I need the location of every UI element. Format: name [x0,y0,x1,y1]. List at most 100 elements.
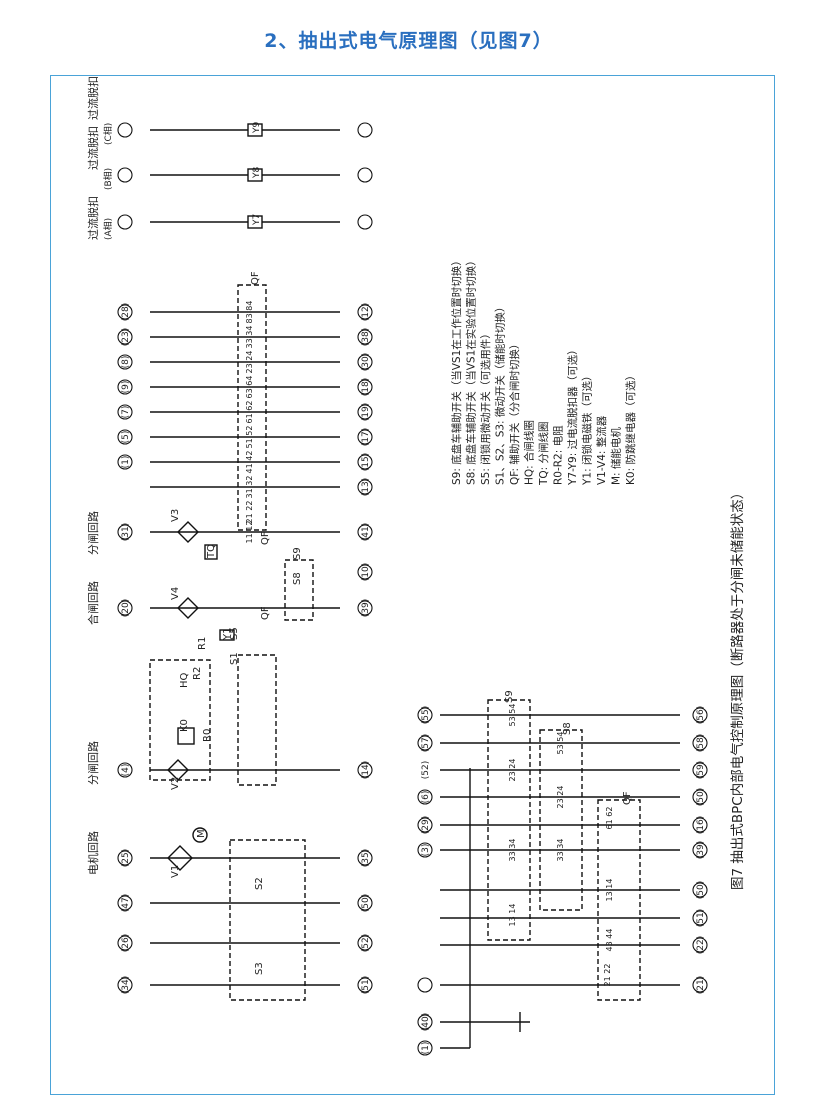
oc-title-1: 过流脱扣 [86,126,100,170]
legend-item: S5: 闭锁用微动开关（可选用件） [479,328,492,485]
label-s2: S2 [254,877,265,890]
qf-contact-label: 51 52 [245,426,254,449]
qf-contact-label: 61 62 [245,401,254,424]
label-qf-open: QF [260,531,271,545]
terminal-upper-bottom: (51) [361,976,371,994]
lower-contact-label: 23 24 [508,759,517,782]
legend-item: S9: 底盘车辅助开关（当VS1在工作位置时切换） [450,255,463,485]
legend-item: Y1: 闭锁电磁铁（可选） [581,371,594,486]
terminal-lower-bottom: (50) [696,881,706,899]
terminal-upper-bottom: (14) [361,761,371,779]
terminal-upper-top: (5) [121,431,131,444]
figure-caption: 图7 抽出式BPC内部电气控制原理图（断路器处于分闸未储能状态） [730,486,746,890]
qf-contact-label: 33 34 [245,326,254,349]
terminal-upper-bottom: (19) [361,403,371,421]
terminal-upper-top: (4) [121,764,131,777]
terminal-lower-bottom: (16) [696,816,706,834]
qf-contact-label: 83 84 [245,301,254,324]
lower-contact-label: 43 44 [605,929,614,952]
motor-circuit-title: 电机回路 [86,831,100,875]
terminal-lower-top: (3) [421,844,431,857]
terminal-lower-bottom: (59) [696,761,706,779]
terminal-upper-bottom: (41) [361,523,371,541]
terminal-lower-bottom: (21) [696,976,706,994]
terminal-upper-top: (47) [121,894,131,912]
terminal-lower-bottom: (39) [696,841,706,859]
terminal-lower-top: (40) [421,1013,431,1031]
qf-contact-label: 41 42 [245,451,254,474]
terminal-upper-top: (20) [121,599,131,617]
oc-tag-b: (B相) [102,168,114,190]
legend-item: QF: 辅助开关（分合闸时切换） [508,339,521,485]
legend-item: Y7-Y9: 过电流脱扣器（可选） [566,344,579,486]
terminal-upper-bottom: (50) [361,894,371,912]
terminal-upper-top: (8) [121,356,131,369]
label-m: M [196,829,207,838]
label-qf-close: QF [260,606,271,620]
terminal-lower-top: (6) [421,791,431,804]
page-heading: 2、抽出式电气原理图（见图7） [264,30,553,52]
terminal-upper-bottom: (17) [361,428,371,446]
coil-y9: Y9 [252,122,262,134]
terminal-upper-bottom: (15) [361,453,371,471]
terminal-upper-top: (34) [121,976,131,994]
qf-contact-label: 23 24 [245,351,254,374]
label-r2: R2 [192,667,203,680]
terminal-upper-bottom: (35) [361,849,371,867]
terminal-lower-top: (1) [421,1042,431,1055]
terminal-lower-bottom: (22) [696,936,706,954]
lower-contact-label: 13 14 [508,904,517,927]
legend-item: HQ: 合闸线圈 [523,420,536,485]
lower-contact-label: 21 22 [603,964,612,987]
terminal-lower-top: (29) [421,816,431,834]
legend-item: S1、S2、S3: 微动开关（储能时切换） [494,302,507,485]
label-lower-s8: S8 [562,722,573,735]
terminal-upper-top: (1) [121,456,131,469]
label-qf-top: QF [250,271,261,285]
qf-contact-label: 31 32 [245,476,254,499]
qf-contact-label: 63 64 [245,376,254,399]
legend-item: S8: 底盘车辅助开关（当VS1在实验位置时切换） [465,255,478,485]
close-circuit-title: 合闸回路 [86,581,100,625]
label-s3: S3 [254,962,265,975]
lower-contact-label: 33 34 [556,839,565,862]
label-s8: S8 [292,572,303,585]
oc-title-2: 过流脱扣 [86,196,100,240]
label-v1: V1 [170,865,181,878]
diagram-frame [50,75,775,1095]
legend-item: TQ: 分闸线圈 [537,421,550,486]
label-lower-s9: S9 [504,690,515,703]
terminal-upper-top: (26) [121,934,131,952]
terminal-upper-bottom: (12) [361,303,371,321]
terminal-upper-bottom: (38) [361,328,371,346]
terminal-lower-bottom: (58) [696,734,706,752]
terminal-lower-top: (55) [421,706,431,724]
lower-contact-label: 33 34 [508,839,517,862]
lower-contact-label: 61 62 [605,807,614,830]
label-v2: V2 [170,777,181,790]
terminal-upper-top: (31) [121,523,131,541]
terminal-upper-bottom: (13) [361,478,371,496]
oc-title-3: 过流脱扣 [86,76,100,120]
terminal-lower-bottom: (56) [696,706,706,724]
terminal-upper-bottom: (39) [361,599,371,617]
label-r0: R0 [202,729,213,742]
coil-y7: Y7 [252,214,262,226]
label-hq: HQ [179,672,190,688]
close2-circuit-title: 分闸回路 [87,741,100,785]
legend-item: M: 储能电机 [610,427,623,485]
coil-y8: Y8 [252,167,262,179]
open-circuit-title: 分闸回路 [87,511,100,555]
legend-item: K0: 防跳继电器（可选） [624,370,637,485]
terminal-upper-bottom: (30) [361,353,371,371]
label-v4: V4 [170,587,181,600]
label-s1: S1 [229,652,240,665]
lower-contact-label: 13 14 [605,879,614,902]
legend-item: R0-R2: 电阻 [552,425,565,485]
terminal-lower-top: (57) [421,734,431,752]
terminal-upper-top: (28) [121,303,131,321]
lower-contact-label: 53 54 [556,732,565,755]
lower-contact-label: 23 24 [556,786,565,809]
legend-item: V1-V4: 整流器 [595,415,608,485]
